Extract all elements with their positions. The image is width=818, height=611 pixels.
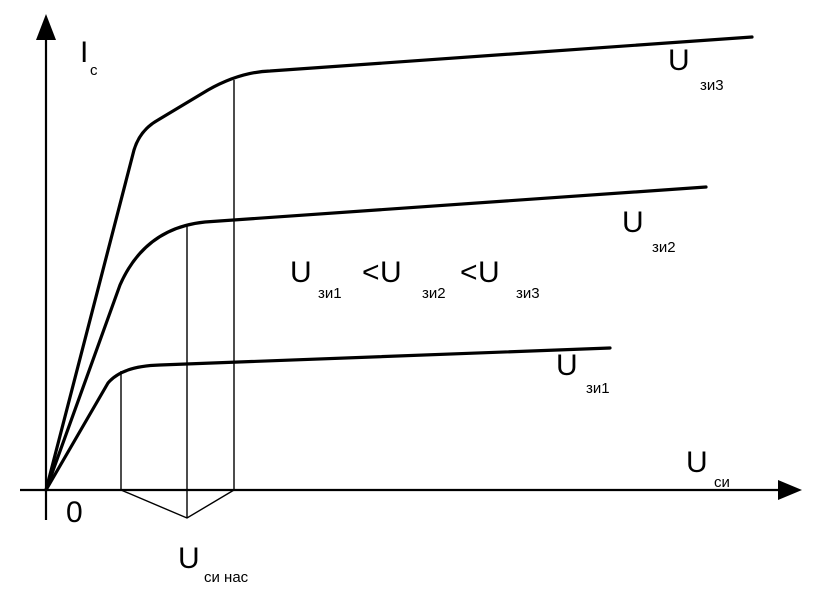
relation-lt1: < — [362, 256, 380, 289]
relation-u2-sub: зи2 — [422, 285, 446, 302]
curve-label-uzi2: U — [622, 206, 644, 239]
relation-u1: U — [290, 256, 312, 289]
y-axis-arrow — [36, 14, 56, 40]
curve-label-uzi3: U — [668, 44, 690, 77]
relation-lt2: < — [460, 256, 478, 289]
curve-label-uzi2-sub: зи2 — [652, 239, 676, 256]
saturation-label: U — [178, 542, 200, 575]
sat-bracket — [120, 489, 235, 519]
curve-label-uzi3-sub: зи3 — [700, 77, 724, 94]
relation-u1-sub: зи1 — [318, 285, 342, 302]
x-axis-label: U — [686, 446, 708, 479]
relation-u2: U — [380, 256, 402, 289]
y-axis-label-sub: с — [90, 62, 98, 79]
curve-uzi2 — [44, 185, 708, 492]
x-axis-arrow — [778, 480, 802, 500]
relation-u3: U — [478, 256, 500, 289]
relation-u3-sub: зи3 — [516, 285, 540, 302]
curve-label-uzi1: U — [556, 349, 578, 382]
origin-label: 0 — [66, 496, 83, 529]
curve-uzi1 — [44, 346, 612, 492]
curve-uzi3 — [44, 35, 754, 492]
curve-label-uzi1-sub: зи1 — [586, 380, 610, 397]
x-axis-label-sub: си — [714, 474, 730, 491]
saturation-label-sub: си нас — [204, 569, 249, 586]
y-axis-label: I — [80, 36, 88, 69]
